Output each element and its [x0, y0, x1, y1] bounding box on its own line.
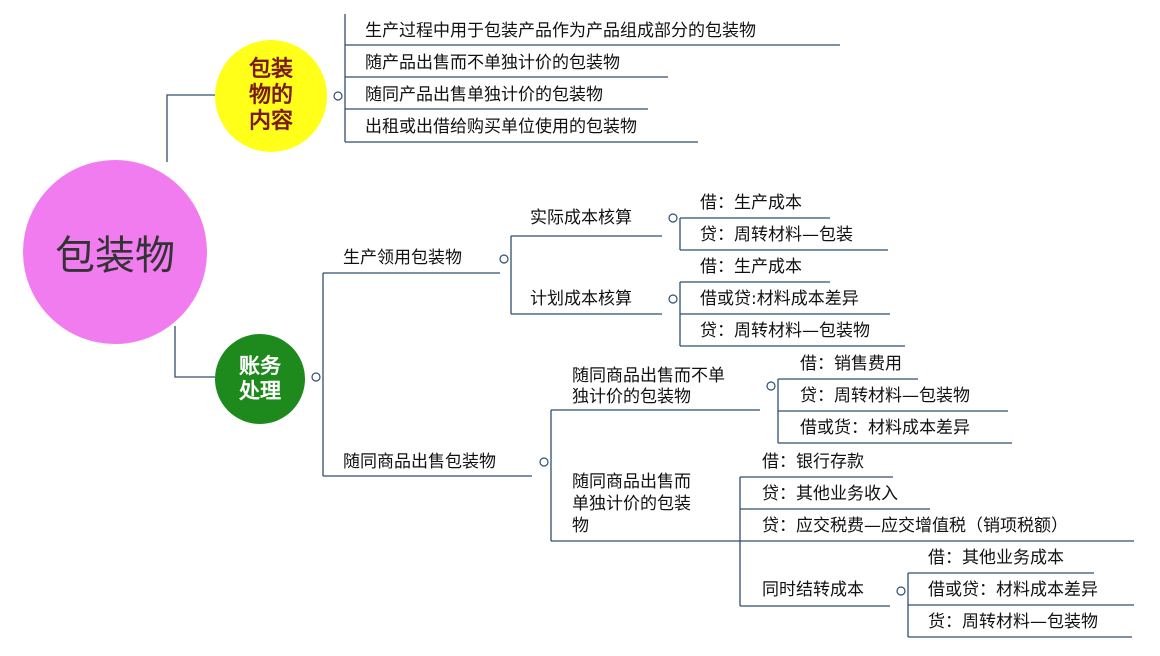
connector-line-1 — [166, 94, 215, 162]
priced-entry-1: 借：银行存款 — [762, 452, 864, 472]
accounting-node: 账务 处理 — [215, 334, 305, 424]
branch-knob — [896, 586, 906, 596]
branch-knob — [539, 457, 549, 467]
priced-entry-2: 贷：其他业务收入 — [762, 484, 898, 504]
actual-cost-label: 实际成本核算 — [530, 208, 632, 228]
plan-cost-label: 计划成本核算 — [530, 289, 632, 309]
branch-knob — [766, 381, 776, 391]
carry-entry-3: 货：周转材料—包装物 — [928, 612, 1098, 632]
contents-item-2: 随产品出售而不单独计价的包装物 — [365, 53, 620, 73]
actual-entry-1: 借：生产成本 — [700, 193, 802, 213]
carry-entry-1: 借：其他业务成本 — [928, 548, 1064, 568]
contents-label-line-3: 内容 — [248, 109, 293, 134]
branch-knob — [311, 372, 321, 382]
plan-entry-1: 借：生产成本 — [700, 257, 802, 277]
branch-knob — [668, 294, 678, 304]
connector-line-2 — [174, 326, 215, 378]
priced-entry-3: 贷：应交税费—应交增值税（销项税额） — [762, 516, 1068, 536]
branch-knob — [668, 213, 678, 223]
priced-label-line-1: 随同商品出售而 — [572, 472, 691, 492]
not-priced-entry-1: 借：销售费用 — [800, 354, 902, 374]
branch-knob — [333, 91, 343, 101]
contents-item-3: 随同产品出售单独计价的包装物 — [365, 85, 603, 105]
carry-cost-label: 同时结转成本 — [762, 580, 864, 600]
contents-node: 包装 物的 内容 — [215, 40, 327, 152]
priced-label-line-3: 物 — [572, 516, 589, 536]
not-priced-entry-3: 借或货：材料成本差异 — [800, 418, 970, 438]
contents-label-line-2: 物的 — [248, 83, 293, 108]
contents-item-1: 生产过程中用于包装产品作为产品组成部分的包装物 — [365, 21, 756, 41]
root-label: 包装物 — [55, 233, 175, 279]
carry-entry-2: 借或贷：材料成本差异 — [928, 580, 1098, 600]
sales-label: 随同商品出售包装物 — [343, 452, 496, 472]
contents-item-4: 出租或出借给购买单位使用的包装物 — [365, 117, 637, 137]
production-label: 生产领用包装物 — [343, 248, 462, 268]
priced-label-line-2: 单独计价的包装 — [572, 494, 691, 514]
not-priced-entry-2: 贷：周转材料—包装物 — [800, 386, 970, 406]
plan-entry-2: 借或贷:材料成本差异 — [700, 289, 859, 309]
root-node: 包装物 — [23, 160, 207, 344]
accounting-label-line-2: 处理 — [239, 379, 281, 403]
not-priced-label-line-2: 独计价的包装物 — [572, 387, 691, 407]
not-priced-label-line-1: 随同商品出售而不单 — [572, 366, 725, 386]
contents-label-line-1: 包装 — [248, 57, 293, 82]
accounting-label-line-1: 账务 — [239, 354, 281, 378]
branch-knob — [499, 254, 509, 264]
plan-entry-3: 贷：周转材料—包装物 — [700, 321, 870, 341]
actual-entry-2: 贷：周转材料—包装 — [700, 225, 853, 245]
